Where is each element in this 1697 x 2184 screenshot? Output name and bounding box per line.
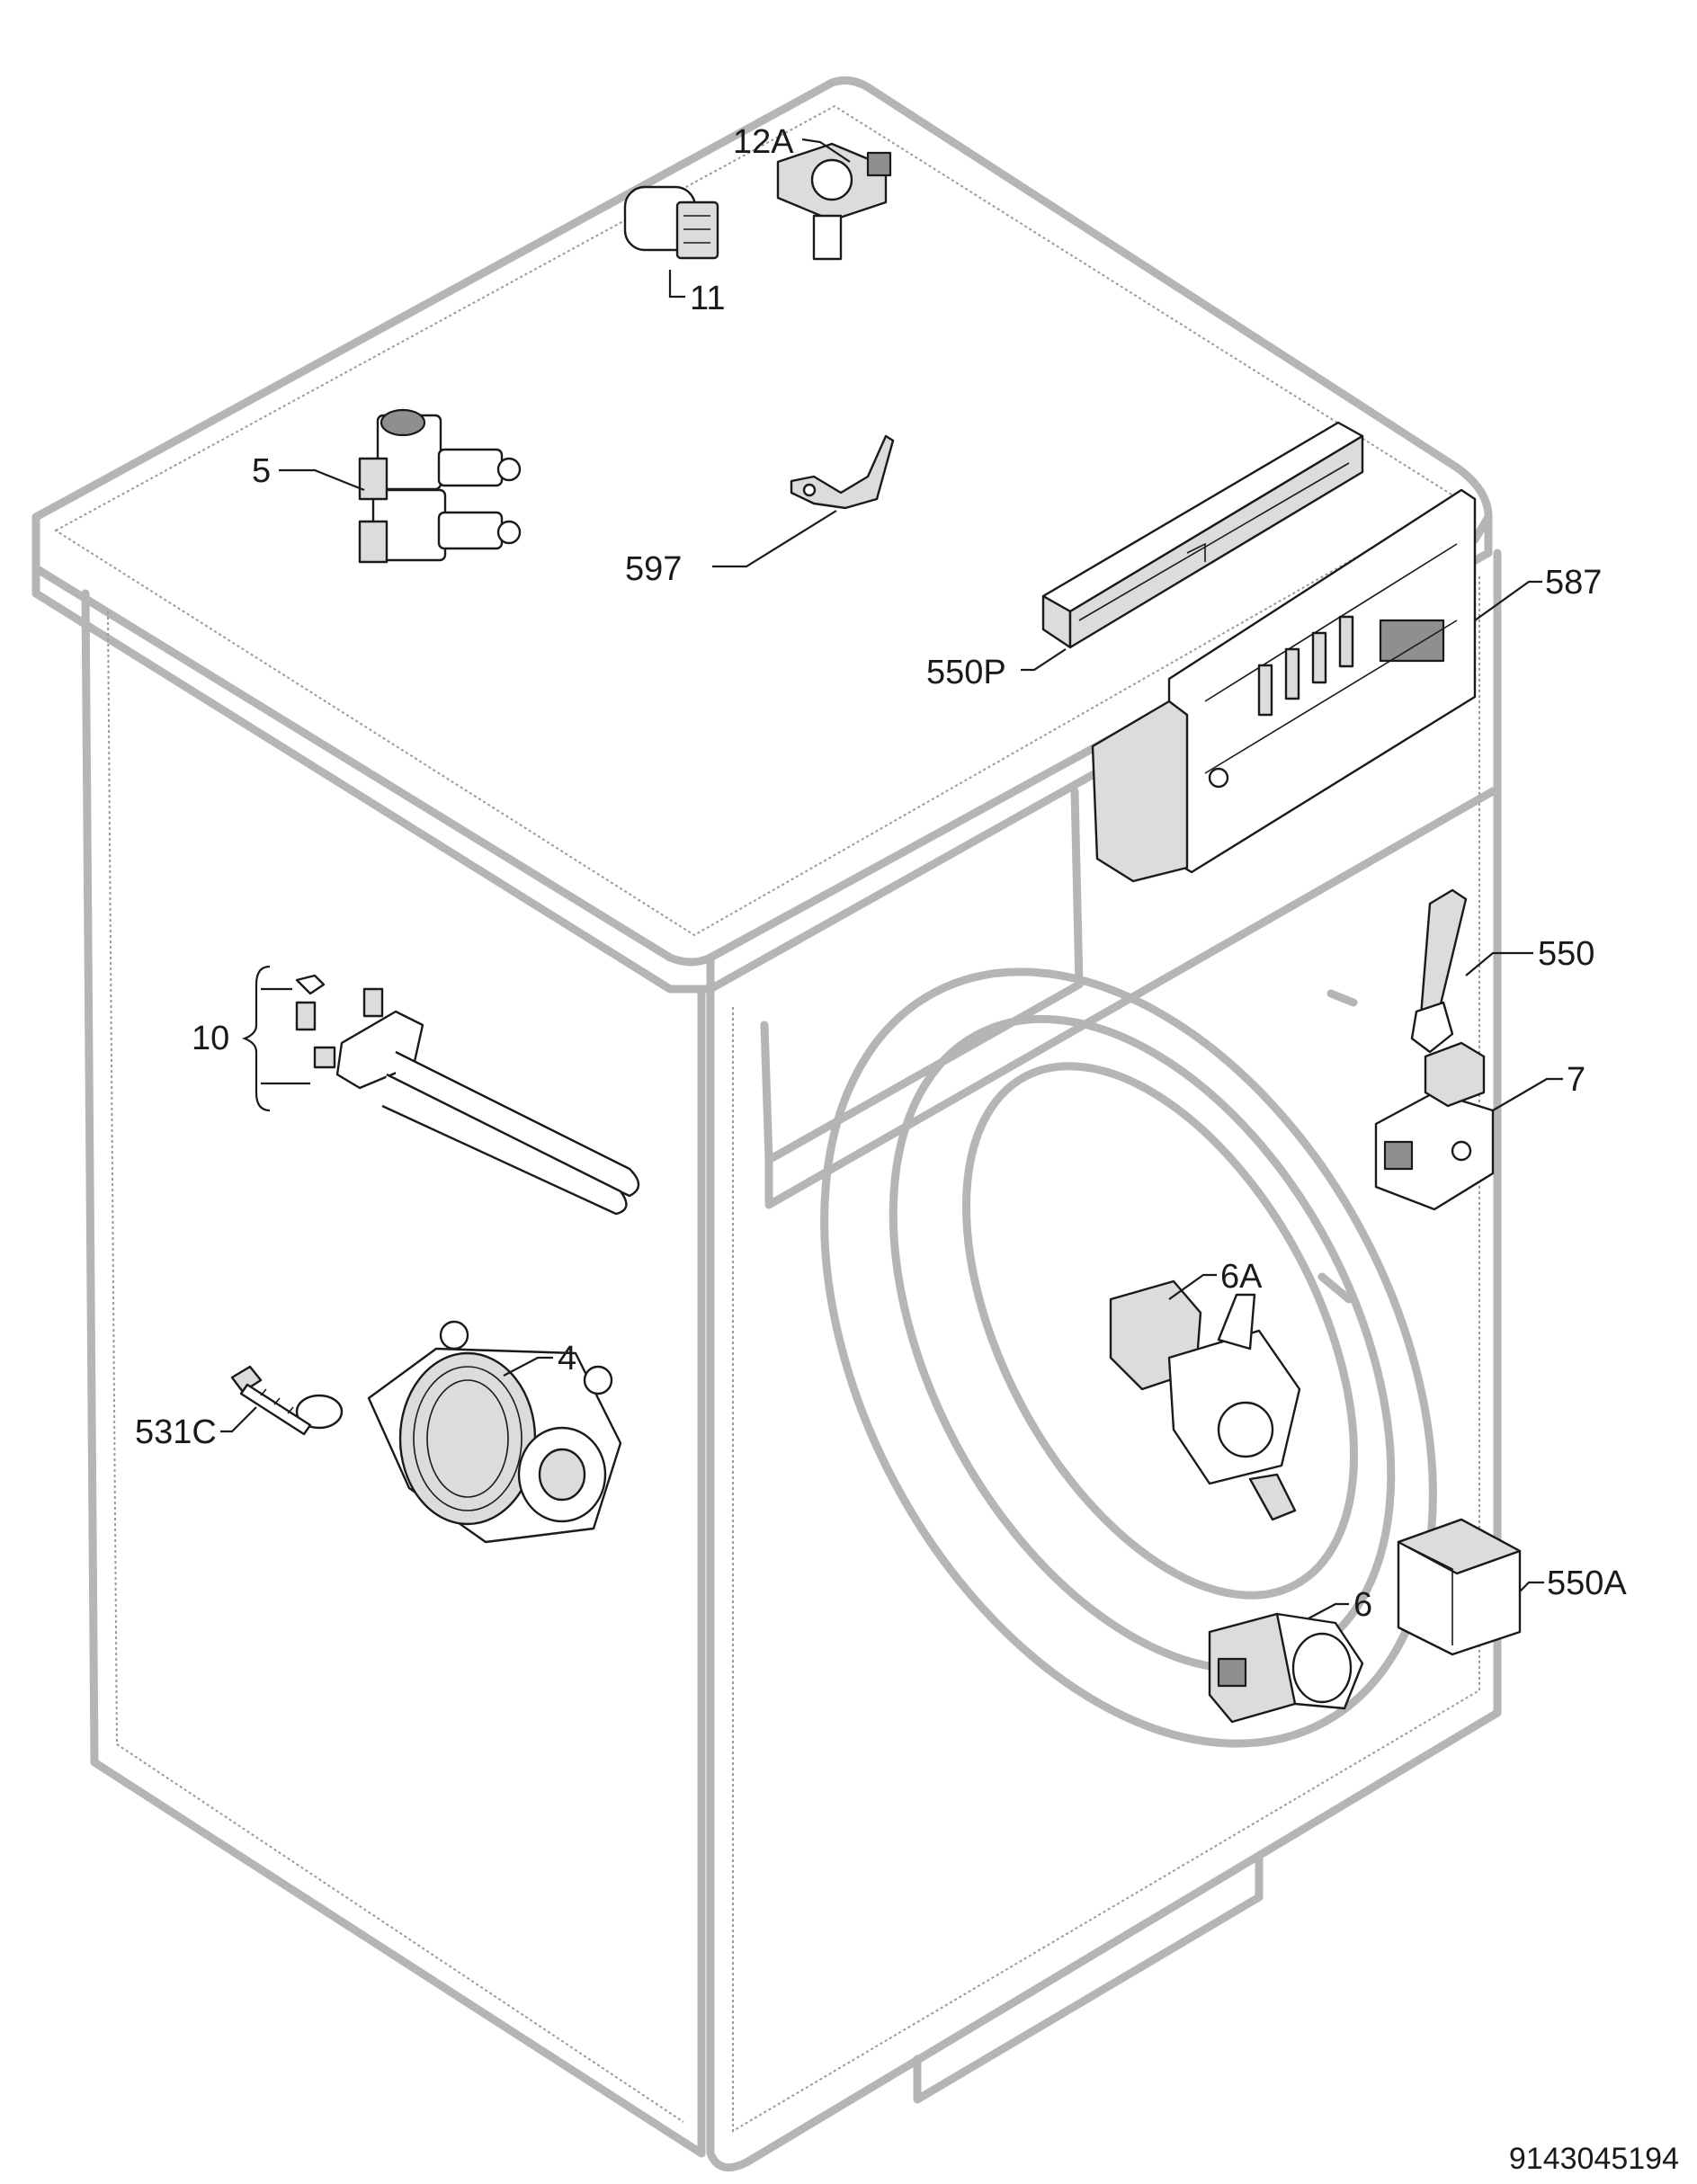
part-550-door-lever — [1410, 888, 1468, 1054]
part-550a-cover — [1397, 1518, 1522, 1656]
part-11-capacitor — [623, 185, 719, 260]
washing-machine-cabinet — [31, 76, 1502, 2172]
label-550p: 550P — [926, 654, 1006, 691]
door-outer-ring — [820, 967, 1437, 1748]
part-4-motor — [295, 1320, 622, 1544]
leader-587 — [1474, 580, 1542, 621]
leader-11 — [668, 270, 685, 299]
control-panel-fascia — [760, 787, 1084, 1164]
part-587-electronic-board — [1091, 488, 1477, 883]
part-12a-selector-switch — [776, 142, 892, 261]
label-6a: 6A — [1220, 1258, 1263, 1296]
leader-5 — [279, 468, 365, 492]
label-531c: 531C — [135, 1413, 217, 1451]
leader-7 — [1492, 1077, 1563, 1111]
label-587: 587 — [1545, 564, 1602, 602]
cabinet-front — [706, 548, 1502, 2172]
part-531c-screw — [230, 1365, 312, 1436]
leader-6 — [1308, 1602, 1349, 1619]
leader-597 — [712, 510, 837, 568]
cabinet-top — [31, 76, 1493, 967]
part-597-bracket — [790, 434, 895, 510]
cabinet-left-side — [81, 589, 706, 2158]
label-4: 4 — [558, 1340, 576, 1377]
label-12a: 12A — [733, 123, 794, 161]
part-6-drain-pump — [1208, 1612, 1364, 1724]
leader-lines — [220, 138, 1563, 1619]
label-11: 11 — [690, 280, 725, 317]
leader-531c — [220, 1406, 257, 1433]
label-550: 550 — [1538, 935, 1594, 973]
part-5-inlet-valve — [358, 408, 522, 564]
leader-4 — [503, 1356, 553, 1377]
leader-12a — [801, 138, 851, 163]
label-597: 597 — [625, 550, 682, 588]
part-550p-panel-frame — [1041, 421, 1364, 649]
leader-550p — [1021, 648, 1067, 672]
document-number: 9143045194 — [1509, 2142, 1679, 2176]
control-panel-lower-edge — [764, 787, 1497, 1209]
part-6a-drain-pump — [1109, 1279, 1301, 1521]
leader-550 — [1465, 951, 1533, 976]
label-7: 7 — [1567, 1061, 1585, 1099]
part-labels: 12A 11 5 597 587 550P 550 7 10 6A 4 531C… — [135, 123, 1627, 1624]
part-7-door-interlock — [1374, 1041, 1495, 1211]
door-hinge-clip — [1317, 1272, 1353, 1304]
brace-10 — [241, 965, 271, 1112]
leader-6a — [1168, 1273, 1217, 1300]
cabinet-top-left-lip — [31, 564, 715, 994]
door-glass-inner — [961, 1062, 1359, 1600]
label-550a: 550A — [1547, 1564, 1627, 1602]
label-5: 5 — [252, 452, 271, 490]
door-hinge-clip-top — [1326, 989, 1358, 1007]
part-10-heating-element — [295, 974, 640, 1216]
leader-550a — [1519, 1581, 1544, 1592]
label-6: 6 — [1353, 1586, 1372, 1624]
kick-plate — [913, 1852, 1264, 2104]
label-10: 10 — [192, 1020, 229, 1057]
